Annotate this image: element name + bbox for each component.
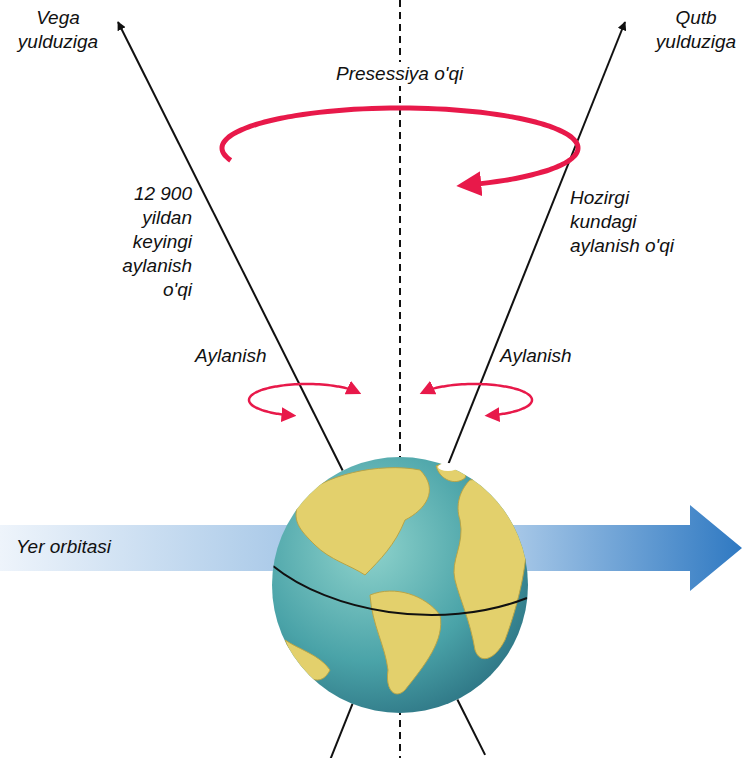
globe — [272, 457, 528, 713]
rotation-arcs — [222, 108, 578, 415]
axis-label: Hozirgi kundagi aylanish o'qi — [570, 186, 680, 258]
orbit-band — [0, 525, 290, 571]
rotation-arrow — [249, 384, 357, 415]
continent — [370, 591, 441, 694]
continent — [454, 479, 527, 658]
rotation-arrow — [424, 384, 532, 415]
orbit-label: Yer orbitasi — [16, 535, 111, 559]
precession-arrow — [222, 108, 578, 185]
rotation-label: Aylanish — [195, 344, 267, 368]
polar-cap — [438, 463, 458, 471]
axes — [118, 22, 625, 758]
rotation-axis-stub — [329, 704, 352, 758]
continent — [436, 463, 466, 482]
rotation-axis-stub — [457, 699, 485, 754]
axis-label: 12 900 yildan keyingi aylanish o'qi — [92, 182, 192, 302]
orbit-arrow — [510, 505, 742, 591]
star-label: Vega yulduziga — [8, 6, 108, 54]
continent — [296, 468, 429, 575]
star-label: Qutb yulduziga — [646, 6, 746, 54]
rotation-label: Aylanish — [500, 344, 572, 368]
equator — [273, 566, 527, 615]
continent — [285, 640, 330, 680]
globe-ocean — [272, 457, 528, 713]
axis-label: Presessiya o'qi — [332, 62, 467, 86]
